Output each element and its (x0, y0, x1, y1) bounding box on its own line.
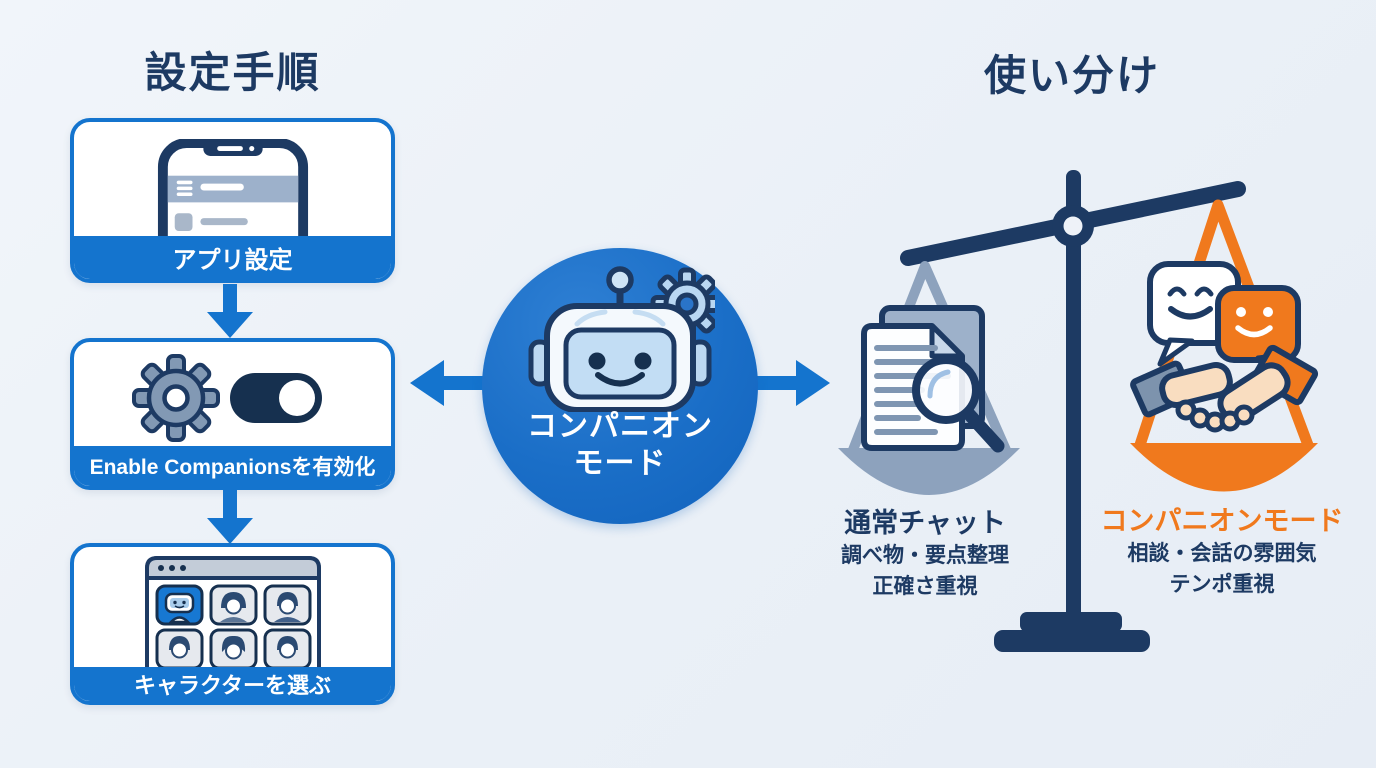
normal-chat-caption: 通常チャット 調べ物・要点整理 正確さ重視 (785, 506, 1065, 602)
step-card-choose-character: キャラクターを選ぶ (70, 543, 395, 705)
right-arrow-icon (746, 360, 830, 406)
step-label-choose-character: キャラクターを選ぶ (74, 667, 391, 701)
balance-scale-icon (838, 170, 1319, 652)
phone-settings-icon (74, 122, 391, 261)
step-card-app-settings: アプリ設定 (70, 118, 395, 283)
companion-mode-label: コンパニオン モード (527, 410, 713, 480)
step-card-enable-companions: Enable Companionsを有効化 (70, 338, 395, 490)
companion-mode-caption: コンパニオンモード 相談・会話の雰囲気 テンポ重視 (1082, 504, 1362, 600)
down-arrow-icon (207, 284, 253, 338)
companion-mode-heading: コンパニオンモード (1100, 506, 1344, 536)
normal-chat-heading: 通常チャット (844, 508, 1006, 538)
step-label-enable-companions: Enable Companionsを有効化 (74, 446, 391, 486)
down-arrow-icon (207, 490, 253, 544)
left-arrow-icon (410, 360, 494, 406)
character-grid-icon (74, 547, 391, 684)
robot-gear-icon (528, 266, 715, 412)
handshake-icon (1130, 344, 1319, 433)
companion-mode-circle: コンパニオン モード (482, 248, 758, 524)
gear-toggle-icon (74, 342, 391, 454)
usage-title: 使い分け (983, 52, 1160, 99)
step-label-app-settings: アプリ設定 (74, 236, 391, 279)
setup-steps-title: 設定手順 (144, 49, 321, 96)
